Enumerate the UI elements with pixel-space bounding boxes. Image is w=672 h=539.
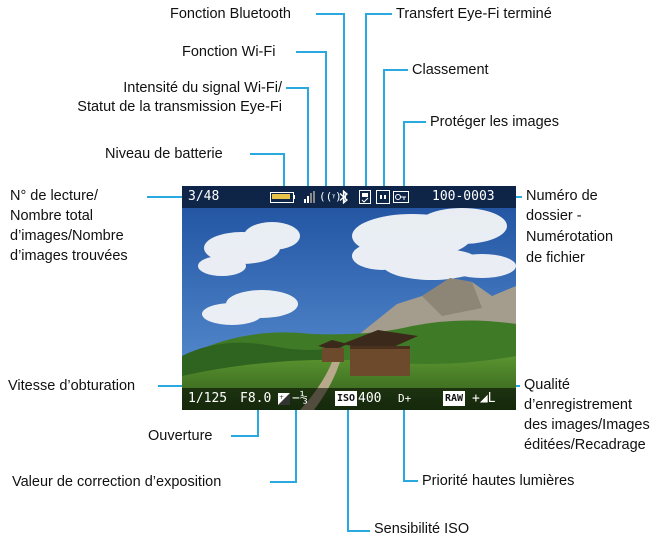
signal-icon <box>304 191 315 203</box>
eyefi-icon <box>359 190 371 204</box>
exposure-icon: + <box>278 393 290 405</box>
leader-wifi <box>296 51 327 190</box>
label-bluetooth: Fonction Bluetooth <box>170 6 291 22</box>
leader-protect <box>403 121 426 190</box>
leader-highlight <box>403 397 418 482</box>
label-aperture: Ouverture <box>148 428 213 444</box>
label-protect: Protéger les images <box>430 114 559 130</box>
exposure-value: −⅓ <box>292 391 308 406</box>
battery-icon <box>270 192 294 203</box>
label-quality-2: d’enregistrement <box>524 397 632 413</box>
label-playback-1: N° de lecture/ <box>10 188 99 204</box>
label-shutter: Vitesse d’obturation <box>8 378 136 394</box>
lcd-screen <box>182 186 516 410</box>
iso-value: 400 <box>358 391 382 406</box>
label-highlight: Priorité hautes lumières <box>422 473 575 489</box>
label-eyefi-done: Transfert Eye-Fi terminé <box>396 6 552 22</box>
leader-battery <box>250 153 285 190</box>
label-signal-1: Intensité du signal Wi-Fi/ <box>123 80 282 96</box>
folder-file-number: 100-0003 <box>432 189 495 204</box>
leader-aperture <box>231 397 259 437</box>
shutter-value: 1/125 <box>188 391 228 406</box>
label-playback-2: Nombre total <box>10 208 94 224</box>
leader-eyefi <box>365 13 392 190</box>
label-exposure-comp: Valeur de correction d’exposition <box>12 474 222 490</box>
label-wifi: Fonction Wi-Fi <box>182 44 276 60</box>
label-folder-4: de fichier <box>526 250 585 266</box>
label-folder-3: Numérotation <box>526 229 614 245</box>
bottom-info-bar: 1/125 F8.0 + −⅓ ISO 400 D+ RAW +◢L <box>182 388 516 410</box>
label-folder-2: dossier - <box>526 208 582 224</box>
label-iso: Sensibilité ISO <box>374 521 470 537</box>
quality-suffix: +◢L <box>472 391 496 406</box>
raw-badge: RAW <box>443 391 466 406</box>
label-playback-4: d’images trouvées <box>10 248 128 264</box>
label-rating: Classement <box>412 62 489 78</box>
leader-iso <box>347 397 370 532</box>
label-quality-4: éditées/Recadrage <box>524 437 646 453</box>
landscape-photo <box>182 186 516 410</box>
playback-number: 3/48 <box>188 189 220 204</box>
label-playback-3: d’images/Nombre <box>10 228 124 244</box>
leader-signal <box>286 87 309 190</box>
protect-icon <box>393 191 409 203</box>
leader-rating <box>383 69 408 190</box>
leader-bluetooth <box>316 13 345 190</box>
label-quality-1: Qualité <box>524 377 570 393</box>
label-battery: Niveau de batterie <box>105 146 223 162</box>
top-info-bar: 3/48 ((ᵞ)) 100-0003 <box>182 186 516 208</box>
svg-text:+: + <box>279 394 284 401</box>
label-quality-3: des images/Images <box>524 417 650 433</box>
bluetooth-icon <box>339 190 348 204</box>
highlight-priority: D+ <box>398 392 412 405</box>
iso-badge: ISO <box>335 391 358 406</box>
label-folder-1: Numéro de <box>526 188 598 204</box>
label-signal-2: Statut de la transmission Eye-Fi <box>77 99 282 115</box>
aperture-value: F8.0 <box>240 391 272 406</box>
rating-icon <box>376 190 390 204</box>
leader-exposure <box>270 397 297 483</box>
